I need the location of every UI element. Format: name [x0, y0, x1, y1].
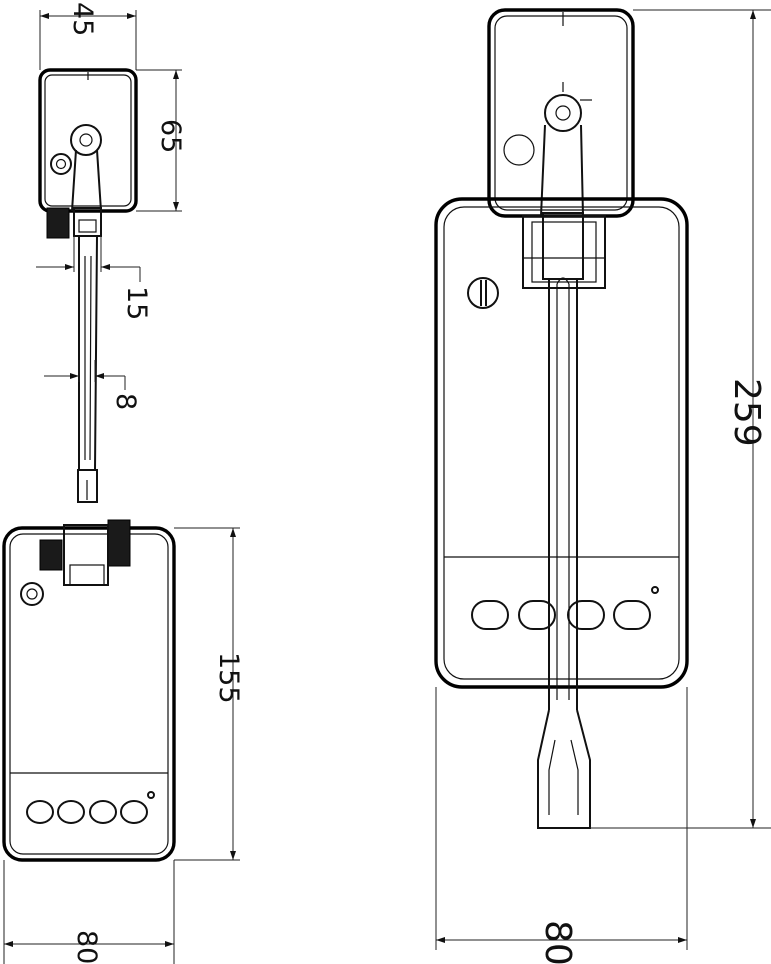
- dim-total-height: 259: [590, 9, 771, 829]
- right-button-2: [518, 600, 556, 630]
- dim-base-height: 155: [174, 527, 244, 861]
- dim-head-height: 65: [136, 69, 186, 212]
- left-button-3: [89, 800, 117, 824]
- dim-arm-width-label: 8: [110, 393, 141, 410]
- left-view: 45 65 15: [2, 2, 244, 964]
- left-lamp-head: [38, 68, 138, 213]
- right-buttons: [471, 600, 651, 630]
- right-button-4: [613, 600, 651, 630]
- left-head-dial-icon: [50, 153, 72, 175]
- left-button-2: [57, 800, 85, 824]
- dim-left-base-width: 80: [3, 860, 175, 964]
- left-base-knob-right: [107, 519, 131, 567]
- dim-neck-width-label: 15: [121, 286, 152, 320]
- left-arm: [77, 235, 98, 503]
- right-view: 259 80: [434, 8, 771, 964]
- right-base: [434, 197, 689, 689]
- left-buttons: [26, 800, 148, 824]
- right-button-3: [567, 600, 605, 630]
- dim-arm-width: 8: [44, 360, 141, 410]
- dim-right-base-width-label: 80: [537, 920, 578, 964]
- dim-head-width-label: 45: [67, 2, 98, 36]
- dim-head-width: 45: [39, 2, 137, 70]
- dim-head-height-label: 65: [155, 119, 186, 153]
- left-button-4: [120, 800, 148, 824]
- right-lamp-head: [487, 8, 635, 218]
- right-arm: [537, 212, 591, 829]
- left-button-1: [26, 800, 54, 824]
- dim-neck-width: 15: [36, 236, 152, 320]
- right-button-1: [471, 600, 509, 630]
- left-neck-knob: [46, 207, 70, 239]
- right-base-knob-icon: [467, 277, 499, 309]
- dim-base-height-label: 155: [213, 652, 244, 704]
- dim-total-height-label: 259: [726, 378, 767, 447]
- left-base-dial-icon: [20, 582, 44, 606]
- left-base: [2, 519, 176, 862]
- dim-left-base-width-label: 80: [71, 930, 102, 964]
- dim-right-base-width: 80: [435, 687, 688, 964]
- right-head-dial-icon: [503, 134, 535, 166]
- left-base-knob: [39, 539, 63, 571]
- left-neck-joint: [46, 207, 102, 239]
